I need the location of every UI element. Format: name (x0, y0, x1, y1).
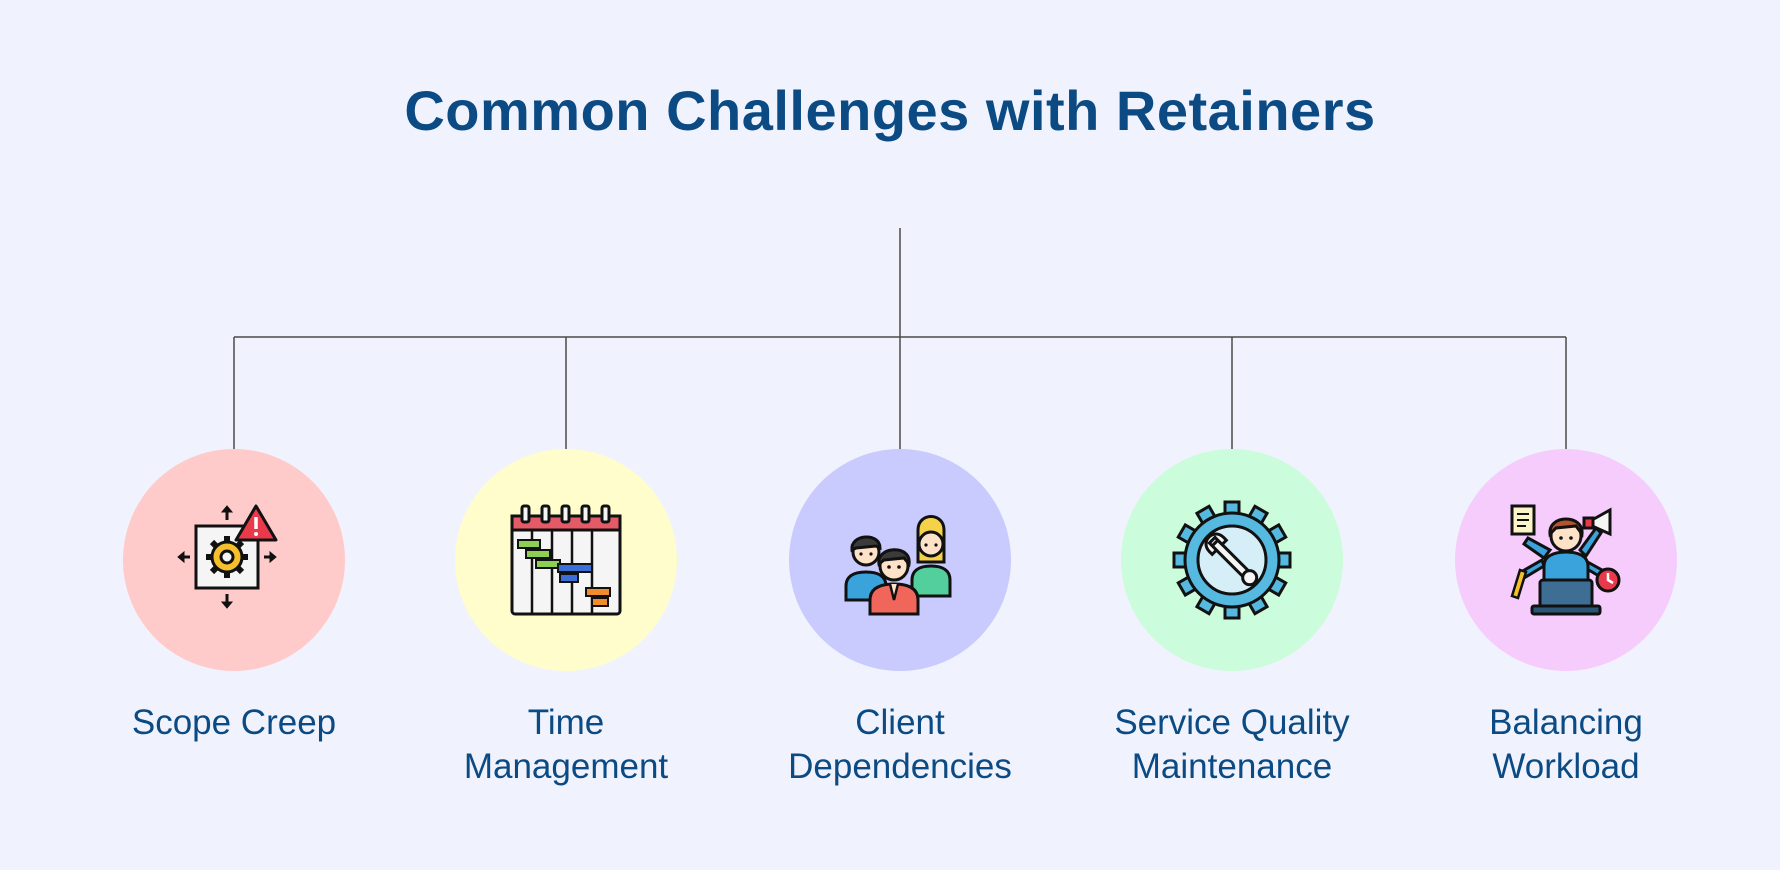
node-label: Scope Creep (132, 701, 336, 745)
node-label: Balancing Workload (1489, 701, 1643, 789)
node-label-line: Balancing (1489, 703, 1643, 742)
node-label-line: Time (527, 703, 605, 742)
node-label-line: Maintenance (1131, 747, 1333, 786)
page-title: Common Challenges with Retainers (404, 79, 1376, 142)
node-client-dependencies: Client Dependencies (770, 449, 1030, 789)
node-label: Service Quality Maintenance (1114, 701, 1349, 789)
node-label-line: Client (855, 703, 945, 742)
node-label-line: Service Quality (1114, 703, 1350, 742)
node-label: Client Dependencies (788, 701, 1012, 789)
gear-wrench-icon (1172, 500, 1292, 620)
node-balancing-workload: Balancing Workload (1436, 449, 1696, 789)
node-label-line: Workload (1492, 747, 1640, 786)
node-label-line: Dependencies (788, 747, 1012, 786)
node-label-line: Management (463, 747, 669, 786)
gantt-calendar-icon (510, 504, 622, 616)
node-label: Time Management (464, 701, 668, 789)
node-scope-creep: Scope Creep (104, 449, 364, 745)
multitasking-person-icon (1510, 504, 1621, 616)
node-service-quality-maintenance: Service Quality Maintenance (1102, 449, 1362, 789)
people-group-icon (844, 515, 952, 616)
node-circle (1121, 449, 1343, 671)
node-circle (455, 449, 677, 671)
node-label-line: Scope Creep (131, 703, 337, 742)
node-time-management: Time Management (436, 449, 696, 789)
node-circle (789, 449, 1011, 671)
node-circle (1455, 449, 1677, 671)
gear-warning-icon (177, 504, 278, 609)
node-circle (123, 449, 345, 671)
